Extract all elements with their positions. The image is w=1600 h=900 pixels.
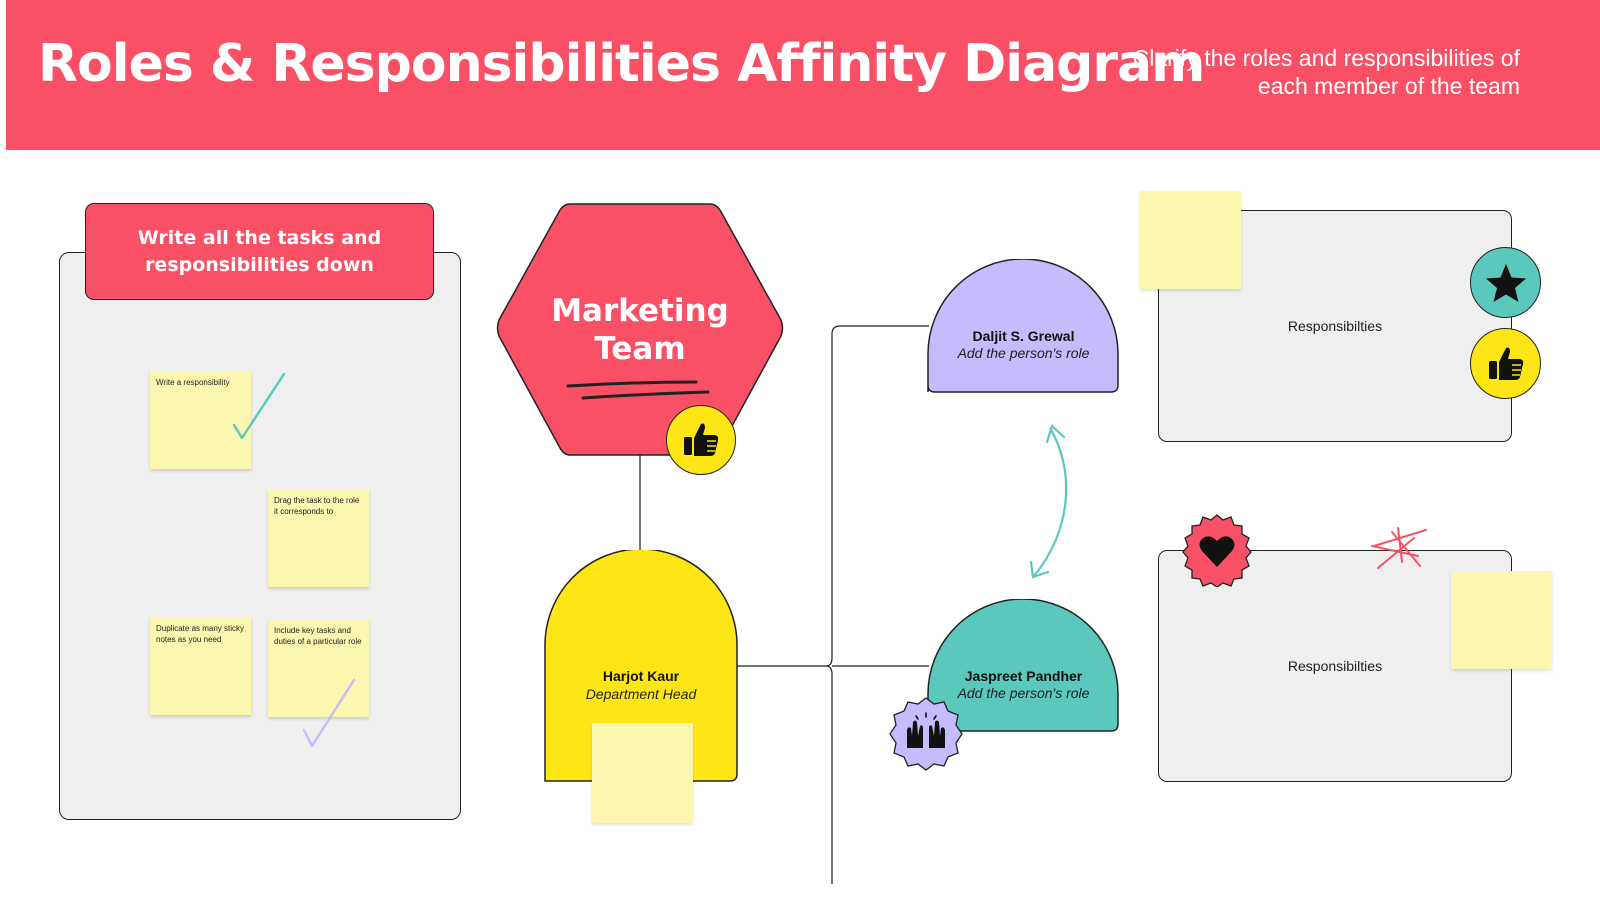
checkmark-icon <box>302 678 356 748</box>
connector-branch-top <box>825 325 929 667</box>
heart-icon <box>1182 514 1252 587</box>
task-panel <box>59 252 461 820</box>
star-icon <box>1371 527 1427 569</box>
page-subtitle: Clarify the roles and responsibilities o… <box>1132 45 1520 99</box>
person-name: Jaspreet Pandher <box>964 668 1083 684</box>
sticky-note-blank[interactable] <box>592 723 693 823</box>
person-name: Harjot Kaur <box>602 668 680 684</box>
sticky-note[interactable]: Write a responsibility <box>150 371 251 469</box>
person-card-daljit <box>927 259 1119 393</box>
header-banner <box>6 0 1600 150</box>
person-role: Add the person's role <box>957 685 1090 701</box>
sticky-note[interactable]: Drag the task to the role it corresponds… <box>268 489 369 587</box>
connector-branch-bottom <box>825 665 833 884</box>
checkmark-icon <box>232 372 286 440</box>
sticky-note[interactable]: Include key tasks and duties of a partic… <box>268 619 369 717</box>
person-role: Add the person's role <box>957 345 1090 361</box>
sticky-note-blank[interactable] <box>1451 571 1552 669</box>
team-hexagon <box>496 203 784 456</box>
person-name: Daljit S. Grewal <box>972 328 1075 344</box>
star-icon <box>1470 247 1541 318</box>
thumbs-up-icon <box>666 405 736 475</box>
arrowhead-bottom <box>1029 560 1050 579</box>
double-arrow <box>1033 427 1068 577</box>
page-title: Roles & Responsibilities Affinity Diagra… <box>38 34 1205 94</box>
thumbs-up-icon <box>1470 328 1541 399</box>
task-panel-heading: Write all the tasks and responsibilities… <box>85 203 434 300</box>
arrowhead-top <box>1045 424 1066 444</box>
raised-hands-icon <box>889 697 963 771</box>
sticky-note[interactable]: Duplicate as many sticky notes as you ne… <box>150 617 251 715</box>
sticky-note-blank[interactable] <box>1140 191 1241 289</box>
team-name: Marketing Team <box>551 293 729 367</box>
person-role: Department Head <box>585 686 697 702</box>
